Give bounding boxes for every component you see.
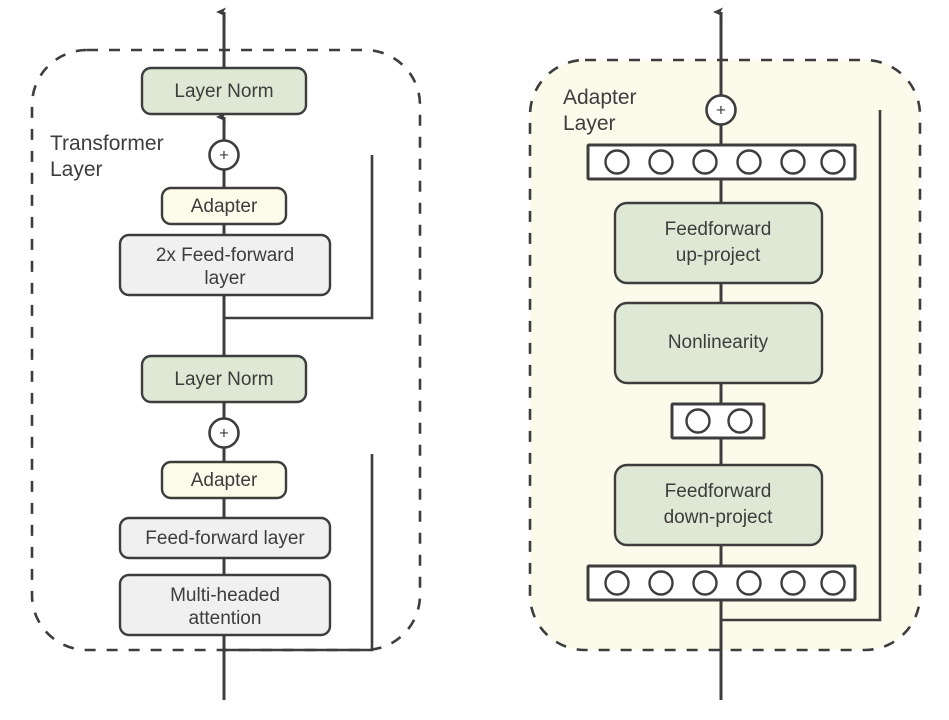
neuron-row-input[interactable] [586, 564, 857, 602]
neuron-icon [685, 408, 711, 434]
multi-headed-attention-label-line1: Multi-headed [170, 585, 280, 606]
block-nonlinearity[interactable]: Nonlinearity [613, 301, 824, 385]
neuron-row-bottleneck[interactable] [670, 402, 766, 440]
adder-adapter-symbol: + [716, 100, 726, 119]
transformer-layer-label-line1: Transformer [50, 132, 164, 155]
neuron-icon [736, 149, 762, 175]
adder-bottom[interactable]: + [208, 417, 240, 449]
block-adapter-bottom[interactable]: Adapter [160, 460, 288, 500]
neuron-icon [692, 570, 718, 596]
block-feedforward-up-project[interactable]: Feedforward up-project [613, 201, 824, 285]
layer-norm-top-label: Layer Norm [174, 81, 273, 102]
feedforward-up-project-label-line1: Feedforward [665, 219, 772, 240]
adapter-layer-label-line2: Layer [563, 112, 616, 135]
block-adapter-top[interactable]: Adapter [160, 186, 288, 226]
residual-path-top [224, 155, 374, 320]
block-layer-norm-bottom[interactable]: Layer Norm [140, 354, 308, 404]
block-feed-forward-layer[interactable]: Feed-forward layer [118, 516, 332, 560]
neuron-icon [820, 570, 846, 596]
feedforward-down-project-label-line2: down-project [664, 507, 773, 528]
neuron-row-output[interactable] [586, 143, 857, 181]
feedforward-down-project-rect[interactable] [613, 463, 824, 547]
neuron-icon [604, 149, 630, 175]
neuron-icon [780, 149, 806, 175]
feedforward-up-project-label-line2: up-project [676, 245, 761, 266]
nonlinearity-rect[interactable] [613, 301, 824, 385]
adder-top-circle[interactable] [208, 139, 240, 171]
block-multi-headed-attention[interactable]: Multi-headed attention [118, 573, 332, 637]
block-feed-forward-2x[interactable]: 2x Feed-forward layer [118, 233, 332, 297]
feed-forward-layer-label: Feed-forward layer [145, 528, 305, 549]
layer-norm-top-rect[interactable] [140, 66, 308, 116]
multi-headed-attention-rect[interactable] [118, 573, 332, 637]
adder-top[interactable]: + [208, 139, 240, 171]
feed-forward-layer-rect[interactable] [118, 516, 332, 560]
adapter-top-label: Adapter [191, 196, 258, 217]
adder-bottom-circle[interactable] [208, 417, 240, 449]
adder-adapter[interactable]: + [705, 94, 737, 126]
adder-bottom-symbol: + [219, 423, 229, 442]
neuron-icon [692, 149, 718, 175]
adapter-bottom-label: Adapter [191, 470, 258, 491]
feedforward-down-project-label-line1: Feedforward [665, 481, 772, 502]
residual-path-adapter [721, 110, 882, 622]
feed-forward-2x-label-line2: layer [204, 268, 246, 289]
feed-forward-2x-rect[interactable] [118, 233, 332, 297]
multi-headed-attention-label-line2: attention [189, 608, 262, 629]
feed-forward-2x-label-line1: 2x Feed-forward [156, 245, 294, 266]
layer-norm-bottom-label: Layer Norm [174, 369, 273, 390]
layer-norm-bottom-rect[interactable] [140, 354, 308, 404]
neuron-icon [820, 149, 846, 175]
neuron-icon [604, 570, 630, 596]
residual-path-bottom [224, 454, 374, 652]
nonlinearity-label: Nonlinearity [668, 332, 769, 353]
adapter-top-rect[interactable] [160, 186, 288, 226]
adapter-bottom-rect[interactable] [160, 460, 288, 500]
block-feedforward-down-project[interactable]: Feedforward down-project [613, 463, 824, 547]
transformer-layer-label-line2: Layer [50, 158, 103, 181]
neuron-icon [727, 408, 753, 434]
neuron-icon [780, 570, 806, 596]
feedforward-up-project-rect[interactable] [613, 201, 824, 285]
block-layer-norm-top[interactable]: Layer Norm [140, 66, 308, 116]
neuron-icon [648, 149, 674, 175]
neuron-icon [648, 570, 674, 596]
adapter-layer-label-line1: Adapter [563, 86, 637, 109]
neuron-icon [736, 570, 762, 596]
left-panel-group: Transformer Layer [30, 7, 422, 700]
adder-adapter-circle[interactable] [705, 94, 737, 126]
adder-top-symbol: + [219, 145, 229, 164]
right-panel-group: Adapter Layer + [528, 7, 922, 700]
